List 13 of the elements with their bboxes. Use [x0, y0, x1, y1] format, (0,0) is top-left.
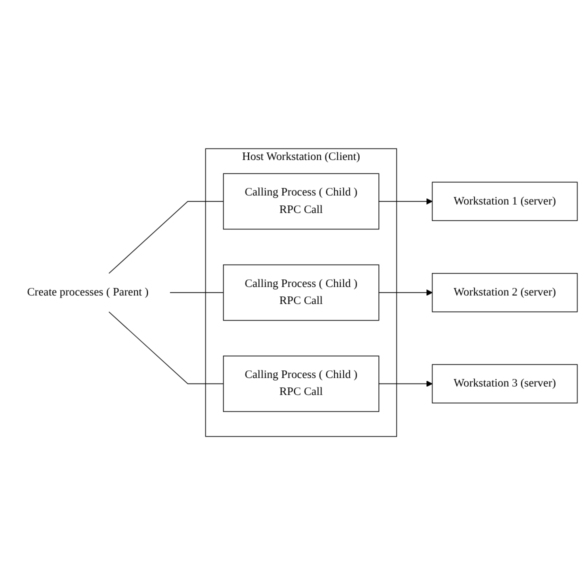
node-text: Create processes ( Parent ): [27, 286, 149, 299]
arrow: [378, 290, 433, 296]
node-box: Calling Process ( Child ) RPC Call: [223, 356, 380, 412]
node-box: Calling Process ( Child ) RPC Call: [223, 264, 380, 322]
node-box: Calling Process ( Child ) RPC Call: [223, 174, 380, 230]
connector: [170, 292, 224, 294]
connector: [108, 201, 224, 274]
connector: [108, 312, 224, 385]
node-box: Workstation 3 (server): [432, 364, 578, 404]
arrow: [378, 198, 433, 205]
arrow: [378, 381, 433, 388]
node-box: Workstation 2 (server): [432, 273, 578, 313]
node-box: Workstation 1 (server): [432, 182, 578, 222]
